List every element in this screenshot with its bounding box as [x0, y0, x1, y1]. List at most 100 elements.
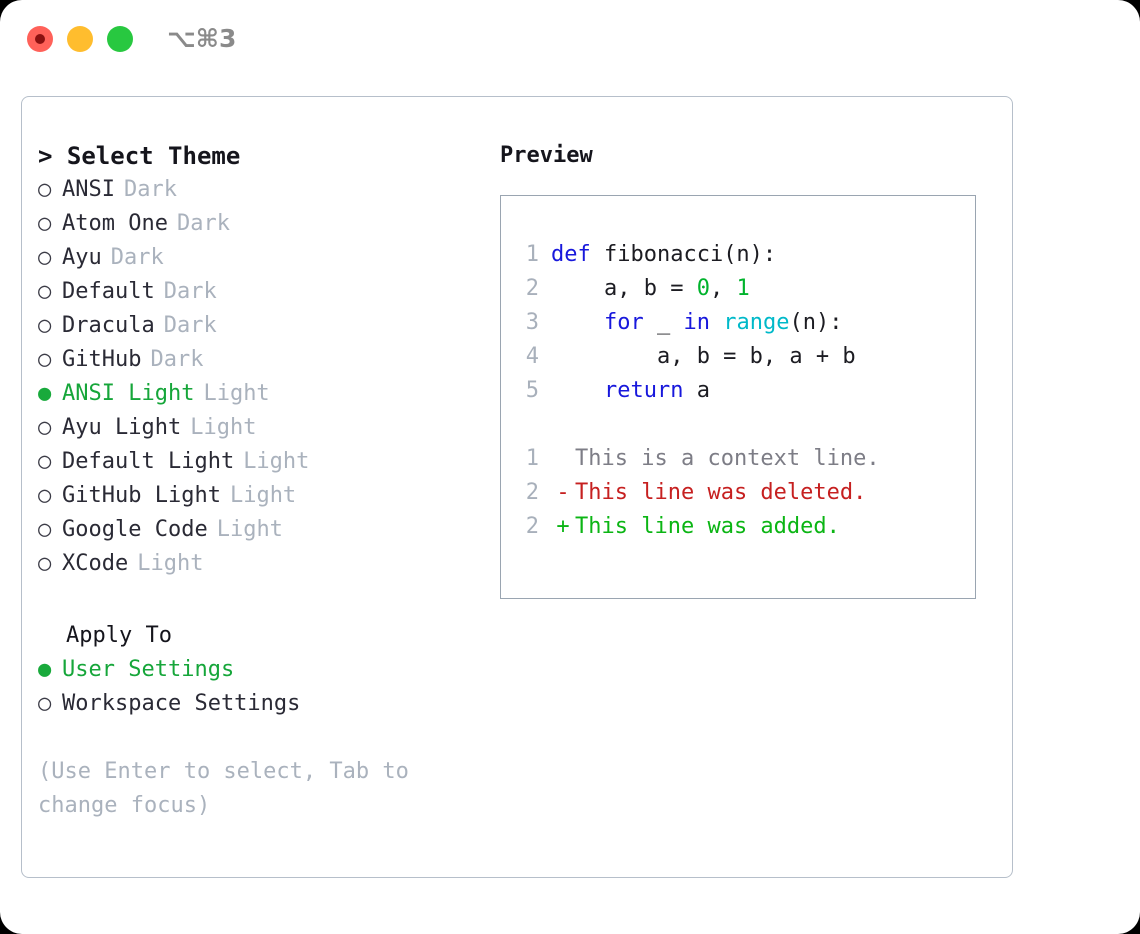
line-number: 2	[525, 276, 539, 301]
code-token-num: 0	[696, 276, 710, 301]
diff-text: This is a context line.	[575, 446, 880, 471]
code-token-num: 1	[736, 276, 750, 301]
theme-name: GitHub Light	[62, 483, 221, 508]
diff-sign	[551, 442, 575, 476]
theme-list-item[interactable]: ● ANSI Light Light	[38, 377, 478, 411]
titlebar: ⌥⌘3	[0, 0, 1140, 78]
code-token-plain	[551, 378, 604, 403]
theme-name: Ayu	[62, 245, 102, 270]
code-token-plain: ,	[709, 276, 737, 301]
theme-kind-badge: Light	[203, 381, 270, 406]
radio-unselected-icon[interactable]: ○	[38, 177, 52, 202]
code-text: return a	[551, 374, 710, 408]
radio-unselected-icon[interactable]: ○	[38, 691, 52, 716]
code-token-plain: a, b =	[551, 276, 697, 301]
radio-unselected-icon[interactable]: ○	[38, 279, 52, 304]
theme-list-item[interactable]: ○ GitHub Light Light	[38, 479, 478, 513]
apply-to-header: Apply To	[66, 623, 172, 648]
line-number: 1	[525, 242, 539, 267]
apply-to-label: Workspace Settings	[62, 691, 301, 716]
radio-unselected-icon[interactable]: ○	[38, 211, 52, 236]
line-number: 5	[525, 378, 539, 403]
diff-text: This line was deleted.	[575, 480, 867, 505]
code-token-plain: _	[643, 310, 684, 335]
theme-name: Default Light	[62, 449, 235, 474]
theme-name: ANSI	[62, 177, 115, 202]
apply-to-label: User Settings	[62, 657, 235, 682]
code-line: 3 for _ in range(n):	[515, 306, 856, 340]
theme-name: GitHub	[62, 347, 142, 372]
theme-name: Dracula	[62, 313, 155, 338]
code-token-plain: a	[683, 378, 710, 403]
theme-kind-badge: Dark	[163, 313, 217, 338]
theme-kind-badge: Light	[243, 449, 310, 474]
theme-list-item[interactable]: ○ ANSI Dark	[38, 173, 478, 207]
theme-name: Ayu Light	[62, 415, 182, 440]
radio-unselected-icon[interactable]: ○	[38, 245, 52, 270]
close-icon	[35, 34, 45, 44]
diff-sign: +	[556, 514, 570, 539]
theme-list-item[interactable]: ○ Google Code Light	[38, 513, 478, 547]
code-line: 2 a, b = 0, 1	[515, 272, 856, 306]
radio-unselected-icon[interactable]: ○	[38, 313, 52, 338]
radio-unselected-icon[interactable]: ○	[38, 449, 52, 474]
radio-selected-icon[interactable]: ●	[38, 657, 52, 682]
code-text: def fibonacci(n):	[551, 238, 776, 272]
diff-line-number: 1	[525, 446, 539, 471]
theme-name: Default	[62, 279, 155, 304]
radio-selected-icon[interactable]: ●	[38, 381, 52, 406]
line-number: 3	[525, 310, 539, 335]
apply-to-option[interactable]: ● User Settings	[38, 653, 478, 687]
theme-selector-header: > Select Theme	[38, 142, 241, 170]
radio-unselected-icon[interactable]: ○	[38, 517, 52, 542]
theme-name: Google Code	[62, 517, 208, 542]
theme-list-item[interactable]: ○ Default Light Light	[38, 445, 478, 479]
theme-kind-badge: Dark	[163, 279, 217, 304]
code-text: for _ in range(n):	[551, 306, 842, 340]
radio-unselected-icon[interactable]: ○	[38, 483, 52, 508]
code-line: 5 return a	[515, 374, 856, 408]
theme-list-item[interactable]: ○ Default Dark	[38, 275, 478, 309]
code-token-fn: range	[723, 310, 790, 335]
theme-kind-badge: Dark	[123, 177, 177, 202]
theme-list-item[interactable]: ○ Dracula Dark	[38, 309, 478, 343]
diff-text: This line was added.	[575, 514, 840, 539]
diff-line-number: 2	[525, 514, 539, 539]
diff-line: 2 +This line was added.	[515, 510, 880, 544]
diff-line: 2-This line was deleted.	[515, 476, 880, 510]
maximize-window-button[interactable]	[107, 26, 133, 52]
line-number: 4	[525, 344, 539, 369]
radio-unselected-icon[interactable]: ○	[38, 551, 52, 576]
code-token-kw: for	[603, 310, 644, 335]
theme-kind-badge: Light	[229, 483, 297, 508]
theme-kind-badge: Dark	[110, 245, 164, 270]
minimize-window-button[interactable]	[67, 26, 93, 52]
code-token-kw: def	[551, 242, 604, 267]
code-token-plain: (n):	[789, 310, 843, 335]
theme-list-item[interactable]: ○ Ayu Dark	[38, 241, 478, 275]
theme-name: ANSI Light	[62, 381, 195, 406]
theme-kind-badge: Light	[216, 517, 283, 542]
radio-unselected-icon[interactable]: ○	[38, 347, 52, 372]
code-line: 1 def fibonacci(n):	[515, 238, 856, 272]
apply-to-list: ● User Settings ○ Workspace Settings	[38, 653, 478, 721]
code-token-plain	[710, 310, 723, 335]
keyboard-hint-text: (Use Enter to select, Tab to change focu…	[38, 759, 423, 818]
theme-kind-badge: Light	[137, 551, 204, 576]
diff-sign: -	[556, 480, 570, 505]
diff-line: 1 This is a context line.	[515, 442, 880, 476]
radio-unselected-icon[interactable]: ○	[38, 415, 52, 440]
code-token-kw: return	[603, 378, 684, 403]
apply-to-option[interactable]: ○ Workspace Settings	[38, 687, 478, 721]
keyboard-shortcut-label: ⌥⌘3	[167, 24, 237, 53]
